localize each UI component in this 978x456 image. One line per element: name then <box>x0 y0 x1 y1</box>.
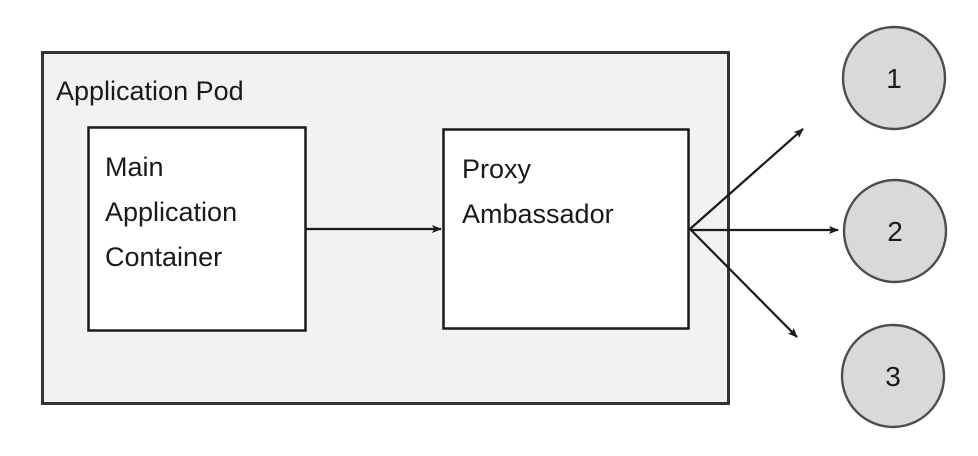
endpoint-3[interactable]: 3 <box>840 323 946 429</box>
endpoint-2[interactable]: 2 <box>842 178 948 284</box>
application-pod-label: Application Pod <box>56 76 244 106</box>
endpoint-1-label: 1 <box>886 63 902 94</box>
endpoint-1-circle <box>841 25 947 131</box>
proxy-ambassador-label-line-1: Proxy <box>462 154 532 184</box>
main-application-container-box <box>87 126 307 332</box>
main-application-container-label-line-2: Application <box>105 197 237 227</box>
main-application-container-label-line-3: Container <box>105 242 222 272</box>
main-application-container-label-line-1: Main <box>105 152 164 182</box>
main-application-container[interactable]: Main Application Container <box>87 126 307 332</box>
proxy-ambassador-container[interactable]: Proxy Ambassador <box>442 128 690 330</box>
proxy-ambassador-container-box <box>442 128 690 330</box>
endpoint-2-label: 2 <box>887 216 903 247</box>
connector-proxy-to-endpoint-3 <box>689 228 798 338</box>
endpoint-2-circle <box>842 178 948 284</box>
connector-proxy-to-endpoint-1 <box>689 128 804 230</box>
endpoint-3-circle <box>840 323 946 429</box>
endpoint-3-label: 3 <box>885 361 901 392</box>
proxy-ambassador-label-line-2: Ambassador <box>462 199 614 229</box>
endpoint-1[interactable]: 1 <box>841 25 947 131</box>
